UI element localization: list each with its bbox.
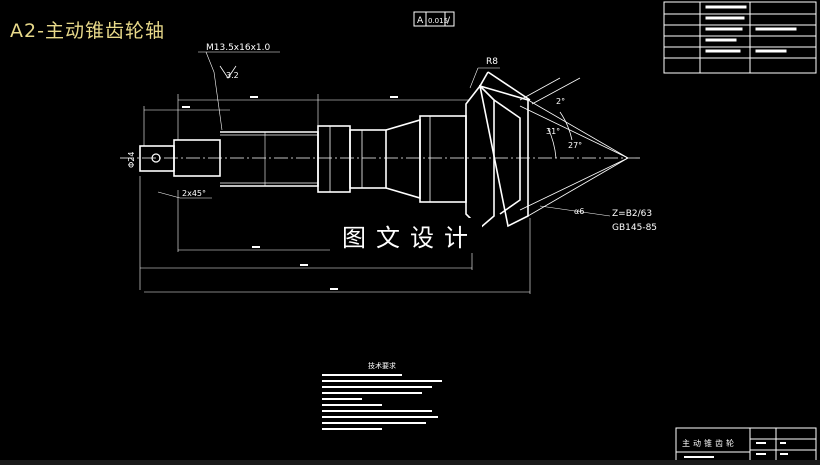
drawing-title: A2-主动锥齿轮轴 — [10, 20, 165, 42]
title-block-part-name: 主动锥齿轮 — [682, 438, 737, 448]
chamfer-callout: 2x45° — [182, 189, 206, 198]
title-block-top — [663, 1, 817, 74]
diameter-label: Φ24 — [127, 152, 136, 168]
angle-label-1: 2° — [556, 97, 565, 106]
dimension-lines — [139, 51, 611, 294]
title-block-bottom — [675, 427, 817, 463]
roughness-symbol — [219, 65, 237, 79]
dimension-marks — [182, 96, 398, 290]
tolerance-datum: / — [447, 16, 451, 26]
tolerance-symbol: A — [417, 16, 424, 26]
bottom-strip — [0, 460, 820, 465]
thread-callout: M13.5x16x1.0 — [206, 43, 270, 53]
tech-requirements-heading: 技术要求 — [368, 361, 396, 370]
gear-spec-line-2: GB145-85 — [612, 223, 657, 233]
shaft-outline — [139, 84, 495, 230]
tolerance-frame: A 0.015 / — [413, 11, 455, 27]
roughness-callout: 3.2 — [226, 71, 239, 80]
radius-callout: R8 — [486, 57, 498, 67]
bevel-gear — [478, 71, 531, 228]
cone-lines — [519, 77, 629, 217]
callouts: M13.5x16x1.0 3.2 R8 2x45° Z=B2/63 GB145-… — [182, 43, 657, 233]
angle-label-2: 31° — [546, 127, 560, 136]
watermark: 图文设计 — [338, 218, 482, 253]
gear-spec-line-1: Z=B2/63 — [612, 209, 652, 219]
tolerance-value: 0.015 — [428, 17, 448, 25]
tech-requirements: 技术要求 — [322, 361, 442, 430]
angle-label-4: α6 — [574, 207, 584, 216]
angle-label-3: 27° — [568, 141, 582, 150]
